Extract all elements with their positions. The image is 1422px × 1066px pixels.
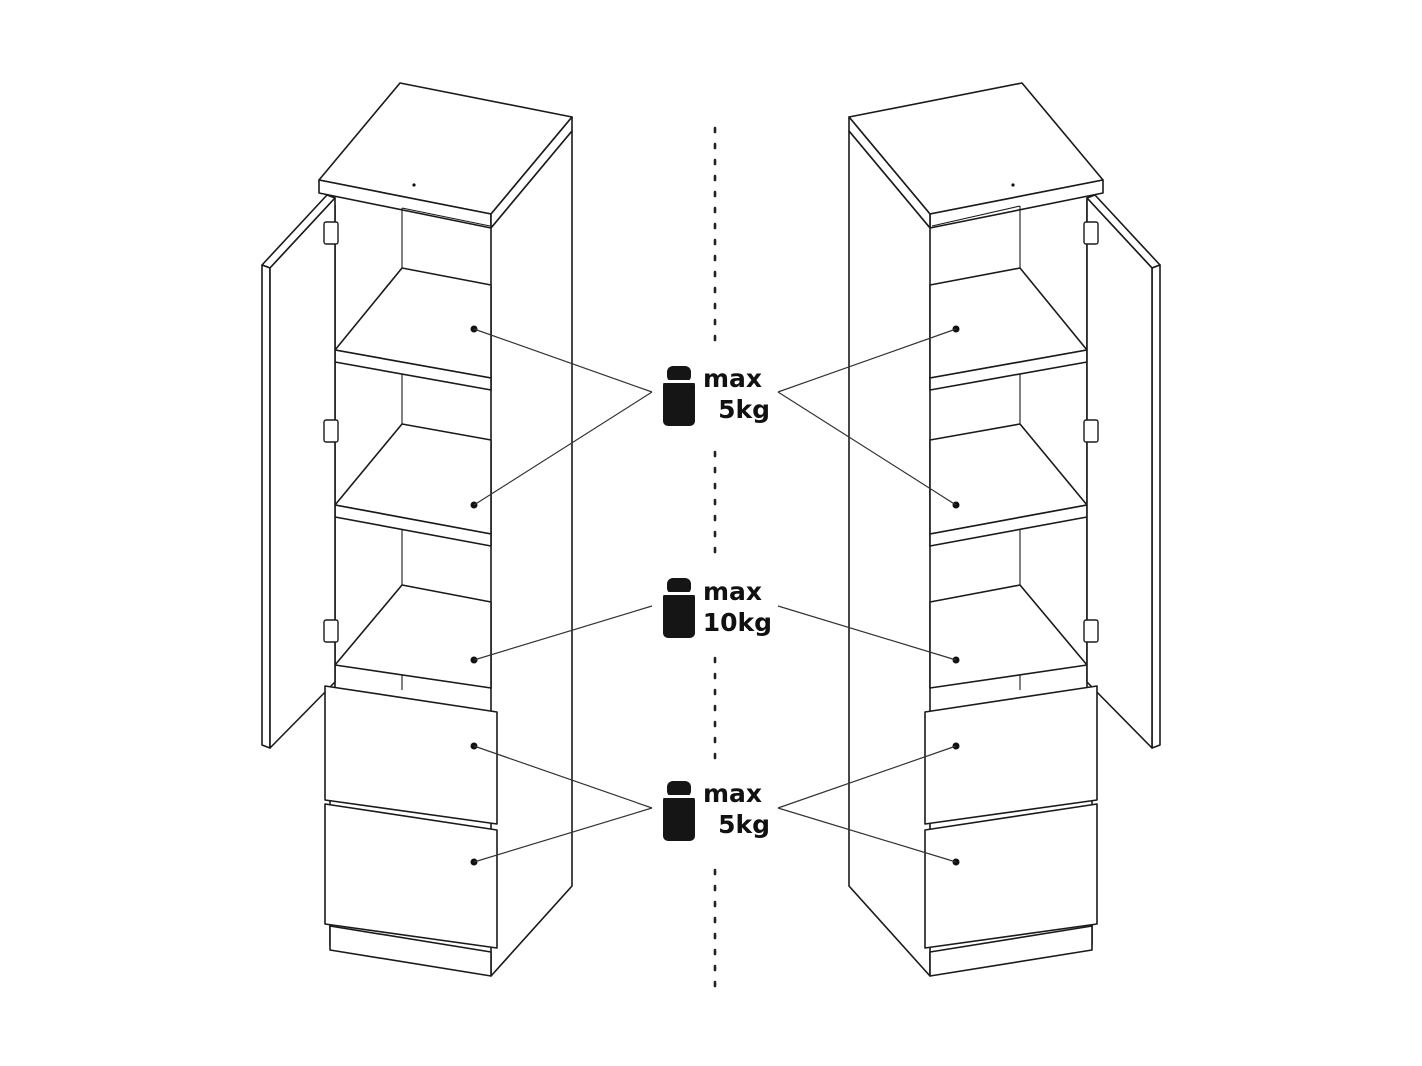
bottom-shelf-leaders xyxy=(470,605,960,664)
shelf-leaders xyxy=(470,325,960,509)
right-cabinet-side-panel xyxy=(848,130,931,977)
shelves-load-line2: 5kg xyxy=(718,395,770,424)
weight-icon xyxy=(662,366,696,426)
left-drawer-bottom xyxy=(324,803,498,949)
shelves-load-label: max 5kg xyxy=(662,364,770,426)
bottom-shelf-load-line2: 10kg xyxy=(703,608,772,637)
right-bottom-shelf xyxy=(929,584,1088,689)
right-drawer-bottom xyxy=(924,803,1098,949)
drawers-load-line2: 5kg xyxy=(718,810,770,839)
bottom-shelf-load-label: max 10kg xyxy=(662,577,772,638)
drawers-load-label: max 5kg xyxy=(662,779,770,841)
left-drawer-top xyxy=(324,685,498,825)
right-door xyxy=(1151,264,1161,749)
left-bottom-shelf xyxy=(334,584,492,689)
left-cabinet xyxy=(261,82,573,977)
drawer-leaders xyxy=(470,742,960,866)
drawers-load-line1: max xyxy=(703,779,762,808)
left-cabinet-side-panel xyxy=(490,130,573,977)
bottom-shelf-load-line1: max xyxy=(703,577,762,606)
weight-icon xyxy=(662,781,696,841)
left-door xyxy=(261,264,271,749)
weight-icon xyxy=(662,578,696,638)
shelves-load-line1: max xyxy=(703,364,762,393)
right-cabinet xyxy=(848,82,1161,977)
right-drawer-top xyxy=(924,685,1098,825)
